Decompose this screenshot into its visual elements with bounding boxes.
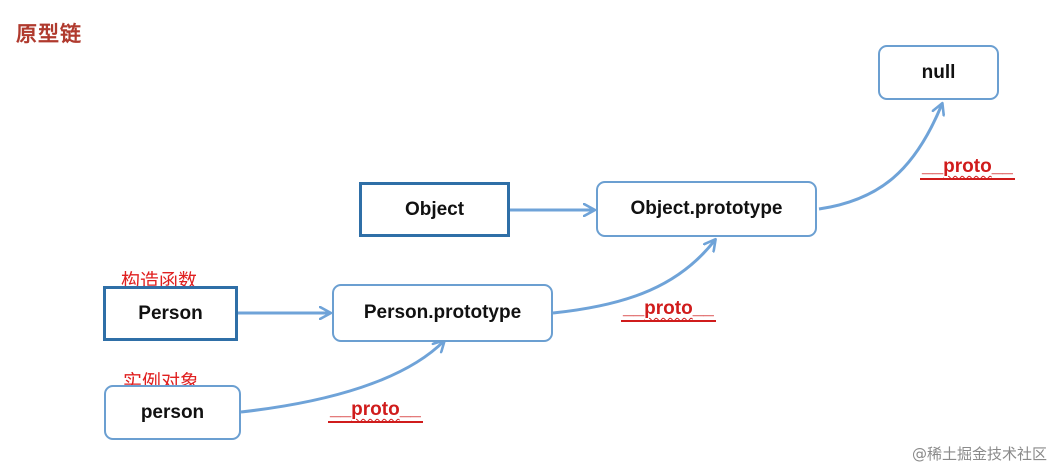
proto-word: proto	[943, 156, 992, 177]
node-person: Person	[103, 286, 238, 341]
edge-person-prototype-to-object-prototype	[552, 240, 715, 315]
proto-prefix: __	[623, 298, 645, 319]
page-title: 原型链	[16, 23, 82, 46]
edge-instance-to-person-prototype	[240, 341, 444, 414]
node-null: null	[878, 45, 999, 100]
edge-object-prototype-to-null	[818, 104, 942, 211]
watermark: @稀土掘金技术社区	[911, 445, 1047, 463]
proto-label-object-prototype-to-null: __proto__	[920, 157, 1015, 180]
proto-suffix: __	[692, 298, 714, 319]
proto-label-instance-to-person-prototype: __proto__	[328, 400, 423, 423]
proto-prefix: __	[922, 156, 944, 177]
proto-label-person-prototype-to-object-prototype: __proto__	[621, 299, 716, 322]
proto-suffix: __	[399, 399, 421, 420]
proto-prefix: __	[330, 399, 352, 420]
proto-word: proto	[644, 298, 693, 319]
proto-suffix: __	[991, 156, 1013, 177]
proto-word: proto	[351, 399, 400, 420]
node-person-instance: person	[104, 385, 241, 440]
node-object-prototype: Object.prototype	[596, 181, 817, 237]
node-object: Object	[359, 182, 510, 237]
node-person-prototype: Person.prototype	[332, 284, 553, 342]
